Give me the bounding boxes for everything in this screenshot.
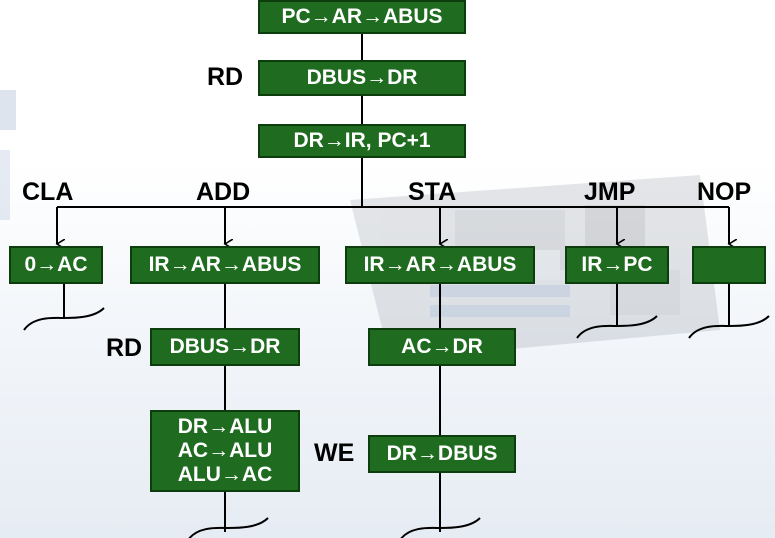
sta-step2-box: AC→DR [368,328,516,366]
sta-write-signal: WE [314,439,355,467]
sta-exit-squiggle [400,517,481,538]
top-read-signal: RD [207,63,244,91]
read-text: DBUS→DR [306,66,418,89]
sta-step2-text: AC→DR [401,335,483,358]
decode-text: DR→IR, PC+1 [293,129,431,152]
cla-step1-text: 0→AC [24,253,88,276]
add-read-signal: RD [106,334,143,362]
nop-exit-squiggle [688,315,770,339]
sta-step3-text: DR→DBUS [386,442,498,465]
sta-step1-text: IR→AR→ABUS [363,253,517,276]
branch-label-cla: CLA [22,178,74,206]
nop-step1-box [692,246,766,284]
branch-label-jmp: JMP [584,178,636,206]
add-step3-line2: AC→ALU [177,439,273,462]
jmp-step1-box: IR→PC [565,246,669,284]
branch-label-add: ADD [196,178,251,206]
branch-label-sta: STA [408,178,457,206]
fetch-text: PC→AR→ABUS [281,5,443,28]
sta-step3-box: DR→DBUS [368,435,516,473]
add-step3-line1: DR→ALU [177,415,273,438]
add-step1-box: IR→AR→ABUS [130,246,320,284]
add-exit-squiggle [188,517,269,538]
read-box: DBUS→DR [258,60,466,96]
sta-step1-box: IR→AR→ABUS [345,246,535,284]
jmp-step1-text: IR→PC [581,253,653,276]
add-step3-box: DR→ALU AC→ALU ALU→AC [150,410,300,492]
fetch-box: PC→AR→ABUS [258,0,466,34]
branch-label-nop: NOP [697,178,752,206]
cla-exit-squiggle [23,307,105,331]
add-step1-text: IR→AR→ABUS [148,253,302,276]
decode-box: DR→IR, PC+1 [258,124,466,158]
cla-step1-box: 0→AC [9,246,103,284]
add-step3-line3: ALU→AC [177,463,273,486]
add-step2-text: DBUS→DR [169,335,281,358]
jmp-exit-squiggle [576,315,658,339]
add-step2-box: DBUS→DR [150,328,300,366]
